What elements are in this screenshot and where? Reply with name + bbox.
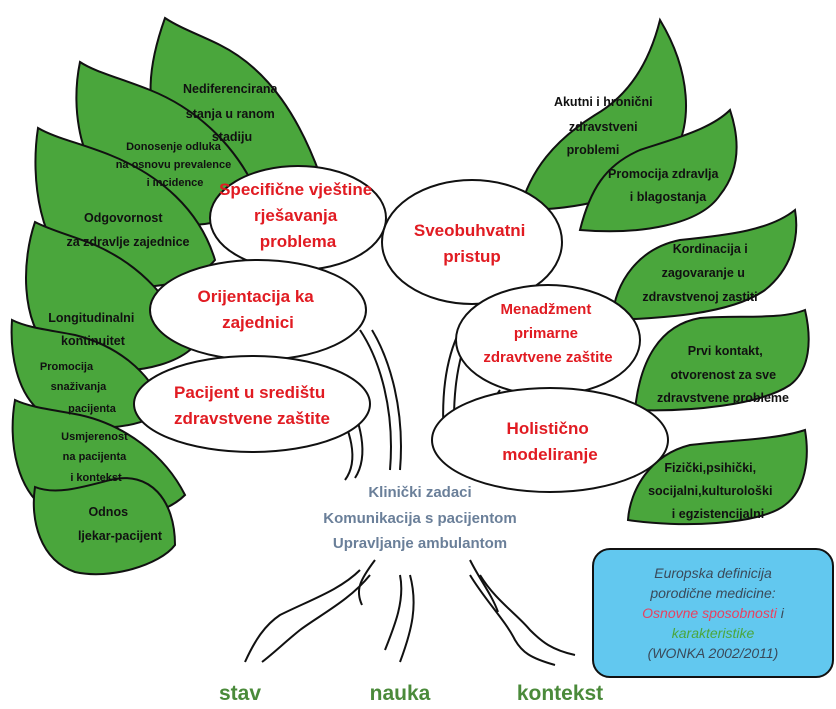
oval-sveobuhvatni-text: Sveobuhvatni pristup (414, 221, 530, 266)
trunk-communication: Komunikacija s pacijentom (323, 510, 516, 527)
definition-red-text: Osnovne sposobnosti (642, 605, 777, 621)
oval-holisticno (431, 387, 669, 493)
leaf-akutni-text: Akutni i hronični zdravstveni problemi (554, 95, 656, 157)
trunk-clinical-tasks: Klinički zadaci (368, 484, 471, 501)
oval-holisticno-text: Holistično modeliranje (502, 419, 597, 464)
trunk-practice-management: Upravljanje ambulantom (333, 535, 507, 552)
oval-pacijent-text: Pacijent u središtu zdravstvene zaštite (174, 383, 330, 428)
definition-line-1: Europska definicija (654, 565, 772, 581)
definition-connector: i (776, 605, 784, 621)
leaf-promocija-snazivanja-text: Promocija snaživanja pacijenta (40, 361, 117, 415)
oval-specificne-text: Specifične vještine rješavanja problema (219, 180, 377, 251)
oval-pacijent (133, 355, 371, 453)
root-stav: stav (219, 682, 261, 705)
definition-box: Europska definicija porodične medicine: … (592, 548, 834, 678)
leaf-promocija-zdravlja-text: Promocija zdravlja i blagostanja (608, 167, 722, 204)
leaf-kordinacija-text: Kordinacija i zagovaranje u zdravstvenoj… (642, 242, 757, 304)
leaf-prvi-kontakt-text: Prvi kontakt, otvorenost za sve zdravstv… (657, 344, 789, 405)
definition-green-text: karakteristike (671, 625, 755, 641)
leaf-odnos (32, 477, 177, 576)
roots (244, 569, 576, 666)
definition-line-3: Osnovne sposobnosti i (642, 603, 784, 623)
leaf-odgovornost-text: Odgovornost za zdravlje zajednice (67, 211, 190, 249)
oval-orijentacija-text: Orijentacija ka zajednici (198, 287, 319, 332)
leaf-odnos-text: Odnos ljekar-pacijent (78, 505, 163, 543)
leaf-fizicki (626, 428, 808, 526)
leaf-promocija-zdravlja (578, 108, 738, 233)
leaf-usmjerenost-text: Usmjerenost na pacijenta i kontekst (61, 431, 131, 484)
leaf-fizicki-text: Fizički,psihički, socijalni,kulturološki… (648, 461, 776, 521)
definition-citation: (WONKA 2002/2011) (647, 645, 779, 661)
leaf-donosenje-text: Donosenje odluka na osnovu prevalence i … (116, 141, 235, 189)
leaf-longitudinalni-text: Longitudinalni kontinuitet (48, 311, 138, 348)
oval-orijentacija (149, 259, 367, 361)
oval-menadzment-text: Menadžment primarne zdravtvene zaštite (483, 301, 612, 366)
definition-line-2: porodične medicine: (650, 585, 776, 601)
root-kontekst: kontekst (517, 682, 603, 705)
root-nauka: nauka (370, 682, 431, 705)
oval-sveobuhvatni (381, 179, 563, 305)
leaf-nediferencirana-text: Nediferencirana stanja u ranom stadiju (183, 82, 281, 144)
